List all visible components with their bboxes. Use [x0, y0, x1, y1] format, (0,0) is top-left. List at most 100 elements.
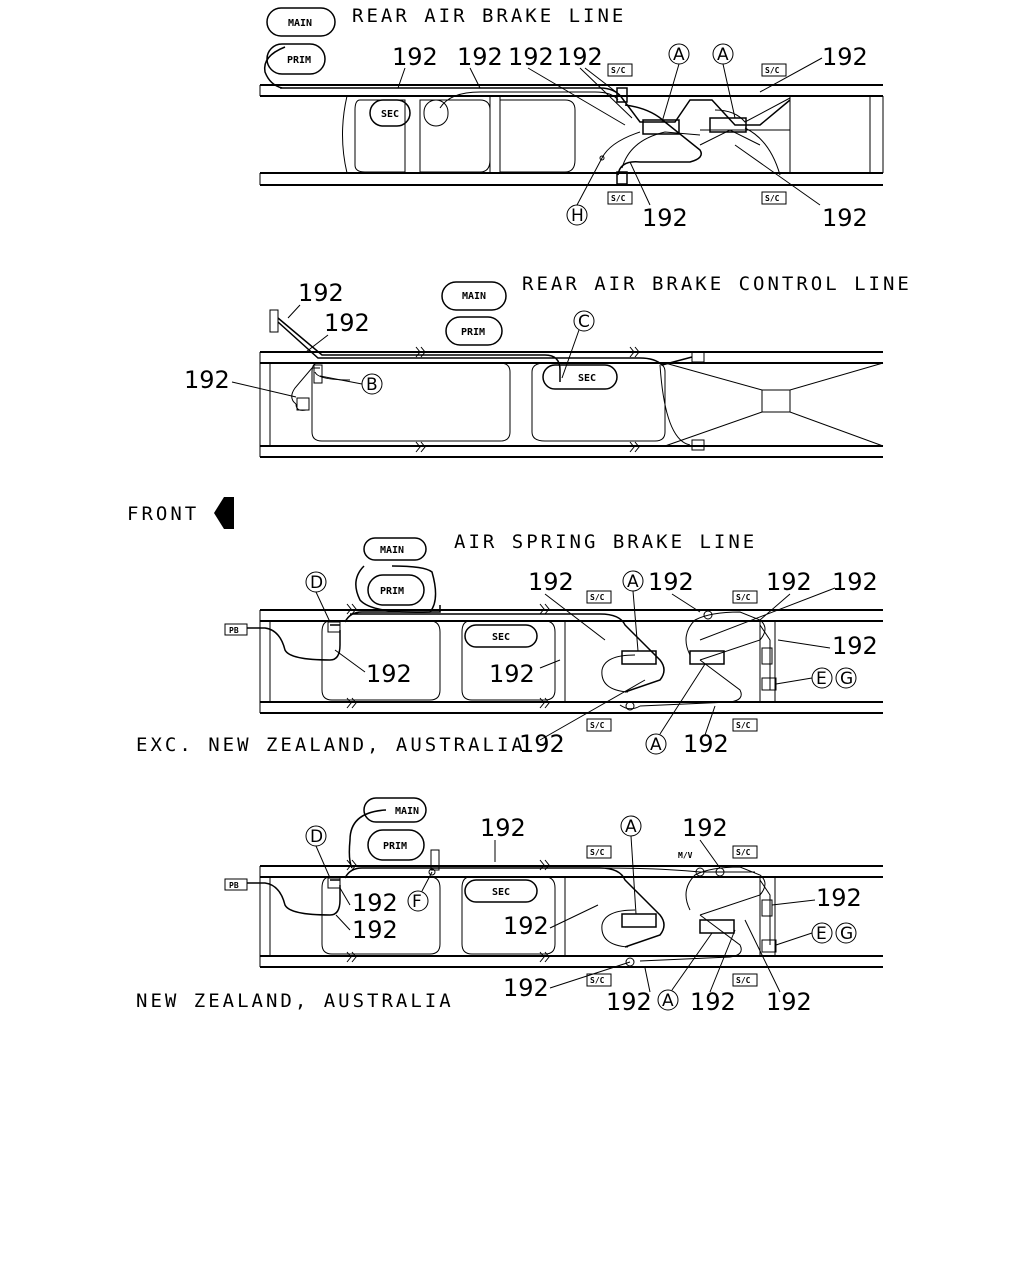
svg-text:S/C: S/C [736, 976, 751, 985]
svg-text:C: C [578, 312, 590, 332]
main-tank [441, 281, 507, 311]
hose-assembly [689, 650, 725, 665]
sc-tag: S/C [607, 63, 633, 77]
svg-text:G: G [840, 669, 853, 689]
svg-text:G: G [840, 924, 853, 944]
callout-d: D [305, 825, 331, 879]
valve [761, 677, 777, 691]
main-tank [363, 537, 427, 561]
sc-tag: S/C [761, 191, 787, 205]
svg-text:D: D [310, 827, 323, 847]
sec-tank-label: SEC [492, 887, 510, 898]
part-label: 192 [489, 660, 535, 688]
prim-tank-label: PRIM [383, 841, 407, 852]
part-label: 192 [508, 43, 554, 71]
callout-f: F [407, 868, 436, 912]
valve [327, 877, 341, 889]
callout-a: A [620, 815, 642, 915]
main-tank-label: MAIN [288, 18, 312, 29]
svg-text:A: A [662, 991, 674, 1011]
sc-tag: S/C [607, 191, 633, 205]
part-label: 192 [766, 988, 812, 1016]
main-tank [363, 797, 427, 823]
front-arrow-icon [214, 497, 234, 529]
sc-tag: S/C [586, 845, 612, 859]
part-label: 192 [184, 366, 230, 394]
sc-tag: S/C [732, 845, 758, 859]
svg-text:B: B [366, 375, 378, 395]
svg-text:S/C: S/C [765, 66, 780, 75]
part-label: 192 [606, 988, 652, 1016]
part-label: 192 [503, 974, 549, 1002]
svg-text:A: A [625, 817, 637, 837]
front-label: FRONT [127, 503, 199, 525]
svg-text:S/C: S/C [611, 194, 626, 203]
sc-tag: S/C [761, 63, 787, 77]
svg-text:E: E [816, 924, 827, 944]
prim-tank-label: PRIM [461, 327, 485, 338]
svg-text:S/C: S/C [765, 194, 780, 203]
callout-h: H [566, 155, 605, 226]
pb-label: PB [229, 881, 239, 890]
main-tank [266, 7, 336, 37]
svg-text:S/C: S/C [590, 976, 605, 985]
valve [616, 87, 628, 103]
callout-a: A [712, 43, 736, 119]
svg-text:S/C: S/C [736, 848, 751, 857]
pb-label: PB [229, 626, 239, 635]
main-tank-label: MAIN [380, 545, 404, 556]
part-label: 192 [352, 889, 398, 917]
part-label: 192 [366, 660, 412, 688]
part-label: 192 [822, 43, 868, 71]
part-label: 192 [298, 279, 344, 307]
section-air-spring-brake-line-nz-au: MAIN PRIM SEC PB M/V [136, 797, 883, 1016]
main-tank-label: MAIN [395, 806, 419, 817]
section-rear-air-brake-control-line: REAR AIR BRAKE CONTROL LINE MAIN PRIM SE… [184, 273, 909, 458]
part-label: 192 [816, 884, 862, 912]
part-label: 192 [822, 204, 868, 232]
callout-a: A [645, 663, 706, 755]
valve [761, 647, 773, 665]
svg-text:S/C: S/C [590, 848, 605, 857]
callout-b: B [319, 373, 383, 395]
leader-lines [231, 304, 329, 398]
callout-c: C [561, 310, 595, 379]
fitting [313, 364, 323, 384]
sc-tag: S/C [586, 718, 612, 732]
frame-rails [259, 84, 884, 186]
sec-tank [542, 364, 618, 390]
part-label: 192 [766, 568, 812, 596]
callout-a: A [622, 570, 644, 652]
hose-assembly [699, 919, 735, 934]
svg-text:A: A [673, 45, 685, 65]
svg-text:A: A [717, 45, 729, 65]
main-tank-label: MAIN [462, 291, 486, 302]
valve [327, 621, 341, 633]
callout-d: D [305, 571, 331, 623]
sc-tag: S/C [586, 590, 612, 604]
air-pipes [247, 605, 771, 710]
svg-text:S/C: S/C [590, 593, 605, 602]
part-label: 192 [690, 988, 736, 1016]
part-label: 192 [682, 814, 728, 842]
pb-valve [224, 878, 248, 891]
part-label: 192 [480, 814, 526, 842]
section4-note: NEW ZEALAND, AUSTRALIA [136, 990, 454, 1012]
sec-tank-label: SEC [381, 109, 399, 120]
callout-a: A [657, 932, 713, 1011]
connector-block [269, 309, 279, 333]
sec-tank-end [423, 99, 449, 127]
leader-lines [334, 587, 836, 741]
section-rear-air-brake-line: REAR AIR BRAKE LINE MAIN PRIM SEC [259, 5, 884, 232]
pb-valve [224, 623, 248, 636]
prim-tank [367, 574, 425, 606]
hose-assembly [642, 119, 680, 135]
tank-hose [348, 809, 387, 869]
chamber-fitting [625, 957, 635, 967]
sec-tank [369, 99, 411, 127]
hose-assembly [709, 117, 747, 133]
frame-rails [259, 346, 884, 458]
part-label: 192 [392, 43, 438, 71]
svg-text:S/C: S/C [736, 721, 751, 730]
part-label: 192 [648, 568, 694, 596]
